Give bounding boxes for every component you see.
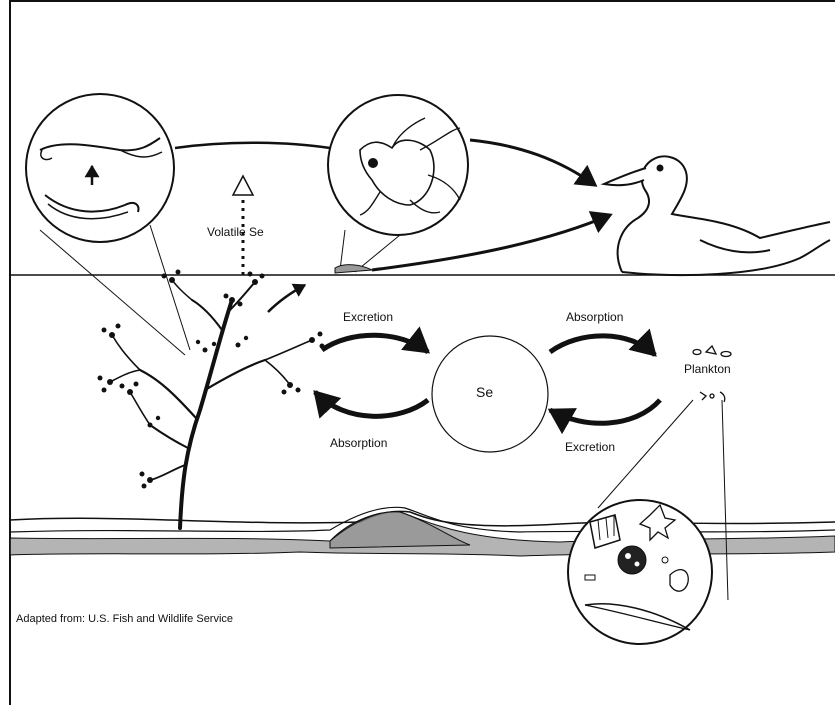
arrow-absorption-right [550,336,655,355]
arrow-excretion-left [322,335,428,352]
arrow-excretion-right [550,400,660,423]
label-absorption-right: Absorption [566,310,623,324]
label-excretion-right: Excretion [565,440,615,454]
source-credit: Adapted from: U.S. Fish and Wildlife Ser… [16,613,233,625]
label-absorption-left: Absorption [330,436,387,450]
larva-magnified-circle [26,94,190,355]
label-se: Se [476,384,493,400]
duck-illustration [604,156,830,275]
arrow-absorption-left [315,392,428,416]
arrow-plant-to-surface [268,285,305,312]
arrow-beetle-to-bird [470,140,595,185]
label-volatile-se: Volatile Se [207,225,264,239]
label-excretion-left: Excretion [343,310,393,324]
label-plankton: Plankton [684,362,731,376]
link-line-top [175,143,330,148]
sediment-layer [10,507,835,556]
beetle-magnified-circle [328,95,468,273]
plankton-magnified-circle [568,400,728,644]
